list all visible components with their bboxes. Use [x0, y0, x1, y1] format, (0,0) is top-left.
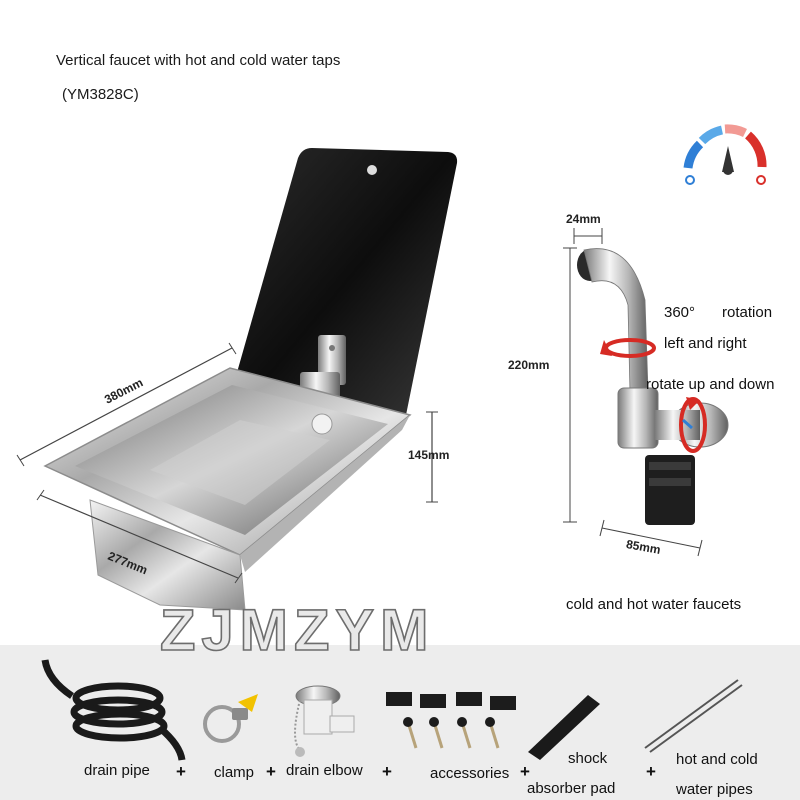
dim-label-faucet-height: 220mm [508, 358, 550, 372]
sink-illustration [16, 148, 458, 611]
temperature-gauge-icon [683, 124, 767, 185]
accessory-label-drain-elbow: drain elbow [286, 762, 363, 779]
accessory-label-pipes-line1: hot and cold [676, 751, 758, 768]
accessory-label-pipes-line2: water pipes [676, 781, 753, 798]
plus-sign: + [176, 762, 186, 781]
clamp-image [203, 694, 258, 743]
drain-pipe-image [41, 659, 186, 761]
plus-sign: + [520, 762, 530, 781]
faucet-body [617, 387, 659, 449]
lid-hole [367, 165, 377, 175]
dim-label-sink-depth: 145mm [408, 448, 450, 462]
faucet-illustration [563, 228, 729, 557]
accessory-label-clamp: clamp [214, 764, 255, 781]
accessory-label-shock-line1: shock [568, 750, 608, 767]
accessory-label-shock-line2: absorber pad [527, 780, 616, 797]
accessory-label-accessories: accessories [430, 765, 510, 782]
dim-label-spout-diameter: 24mm [566, 212, 601, 226]
rotation-degrees-label: 360° [664, 304, 696, 321]
drain-elbow-image [294, 685, 355, 757]
plus-sign: + [266, 762, 276, 781]
dim-line-85 [601, 527, 701, 549]
rotation-direction-label: left and right [664, 335, 747, 352]
product-model: (YM3828C) [62, 86, 139, 103]
tilt-arrow-icon [679, 397, 707, 453]
dim-line-380 [19, 347, 233, 461]
brand-watermark: ZJMZYM [159, 597, 435, 664]
tilt-label: rotate up and down [646, 376, 775, 393]
faucet-base [645, 455, 695, 525]
accessory-label-drain-pipe: drain pipe [84, 762, 150, 779]
plus-sign: + [382, 762, 392, 781]
accessories-illustration [41, 659, 743, 761]
dim-line-277 [39, 494, 239, 579]
water-pipes-image [644, 679, 743, 753]
sink-body [89, 499, 246, 611]
plus-sign: + [646, 762, 656, 781]
rotation-arrow-icon [600, 338, 656, 358]
overflow-hole [311, 413, 333, 435]
accessories-image [386, 692, 516, 749]
faucet-caption: cold and hot water faucets [566, 596, 742, 613]
rotation-label: rotation [722, 304, 773, 321]
shock-absorber-pad-image [528, 695, 600, 760]
glass-lid [232, 148, 458, 420]
product-title: Vertical faucet with hot and cold water … [56, 52, 341, 69]
faucet-spout [583, 248, 649, 393]
